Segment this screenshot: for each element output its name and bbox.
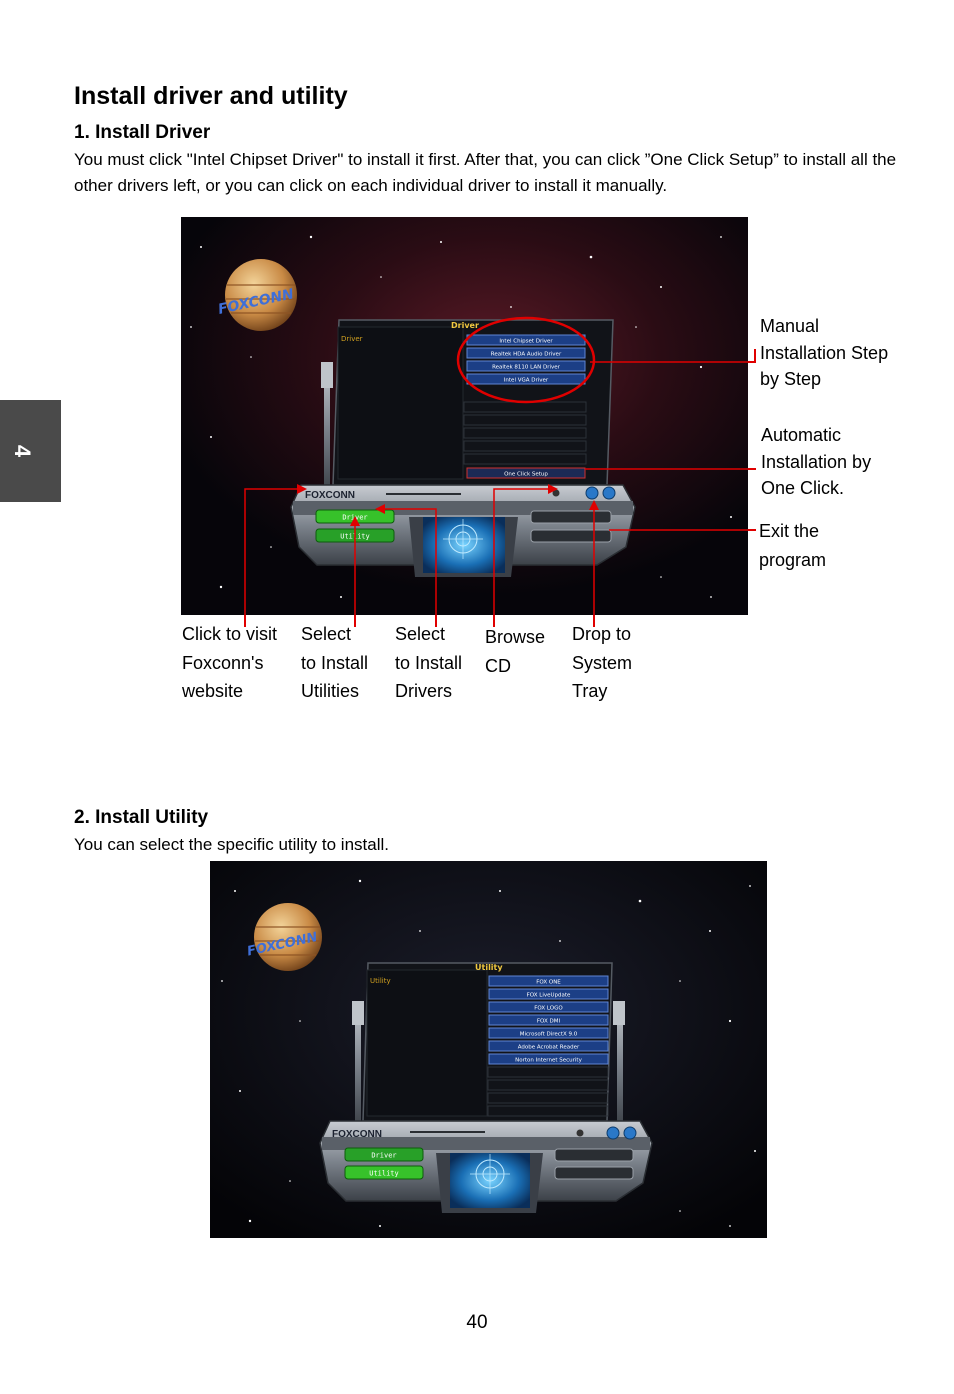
driver-screenshot: FOXCONN Driver Driver Intel Chipset Driv…	[181, 217, 748, 615]
callout-line-util	[354, 615, 356, 627]
driver-item-3[interactable]	[466, 360, 586, 372]
utility-item-3-label: FOX LOGO	[534, 1006, 563, 1012]
section1-body: You must click "Intel Chipset Driver" to…	[74, 150, 897, 195]
callout-line-web	[244, 615, 246, 627]
utility-item-4-label: FOX DMI	[537, 1019, 561, 1025]
chapter-number: 4	[10, 444, 36, 458]
callout-line-auto	[748, 468, 756, 470]
page-number: 40	[466, 1312, 488, 1333]
minimize-icon[interactable]	[585, 486, 599, 500]
utility-item-7[interactable]	[488, 1053, 609, 1065]
chapter-tab: 4	[0, 400, 61, 502]
utility-item-1-label: FOX ONE	[536, 980, 561, 986]
panel-title: Driver	[451, 321, 479, 330]
utility-item-6-label: Adobe Acrobat Reader	[518, 1045, 580, 1051]
nav2-driver-label: Driver	[371, 1152, 396, 1160]
nav2-utility-button[interactable]	[344, 1165, 424, 1180]
callout-line-cd	[493, 615, 495, 627]
browse-cd-icon[interactable]	[552, 489, 560, 497]
callout-line-tray	[593, 615, 595, 627]
callout-line-manual-v	[754, 349, 756, 363]
close-icon-2[interactable]	[623, 1126, 637, 1140]
utility-screenshot: FOXCONN Utility Utility FOX ONE FOX Live…	[210, 861, 767, 1238]
one-click-setup-label: One Click Setup	[504, 472, 548, 478]
callout-line-drv	[435, 615, 437, 627]
utility-item-2[interactable]	[488, 988, 609, 1000]
callout-line-exit	[748, 529, 756, 531]
nav2-driver-button[interactable]	[344, 1147, 424, 1162]
driver-item-3-label: Realtek 8110 LAN Driver	[492, 365, 561, 371]
utility-item-5[interactable]	[488, 1027, 609, 1039]
section2-heading: 2. Install Utility	[74, 807, 209, 828]
close-icon[interactable]	[602, 486, 616, 500]
utility-item-4[interactable]	[488, 1014, 609, 1026]
callout-line-manual	[748, 361, 756, 363]
utility-item-1[interactable]	[488, 975, 609, 987]
manual-highlight	[456, 316, 596, 404]
utility-item-2-label: FOX LiveUpdate	[527, 993, 571, 999]
driver-item-4-label: Intel VGA Driver	[504, 378, 549, 384]
driver-item-1-label: Intel Chipset Driver	[499, 339, 553, 345]
browse-cd-icon-2[interactable]	[576, 1129, 584, 1137]
driver-item-2[interactable]	[466, 347, 586, 359]
panel-left-title: Driver	[341, 335, 363, 343]
utility-item-7-label: Norton Internet Security	[515, 1058, 582, 1064]
driver-item-4[interactable]	[466, 373, 586, 385]
minimize-icon-2[interactable]	[606, 1126, 620, 1140]
brand-link-2[interactable]: FOXCONN	[332, 1129, 382, 1140]
utility-item-3[interactable]	[488, 1001, 609, 1013]
panel2-title: Utility	[475, 963, 503, 972]
one-click-setup-button[interactable]	[466, 467, 586, 479]
driver-item-2-label: Realtek HDA Audio Driver	[491, 352, 562, 358]
utility-item-6[interactable]	[488, 1040, 609, 1052]
nav2-utility-label: Utility	[369, 1170, 399, 1178]
page-title: Install driver and utility	[74, 82, 348, 110]
brand-link[interactable]: FOXCONN	[305, 490, 355, 501]
panel2-left-title: Utility	[370, 977, 391, 985]
utility-item-5-label: Microsoft DirectX 9.0	[520, 1032, 578, 1038]
section1-heading: 1. Install Driver	[74, 122, 211, 143]
section2-body: You can select the specific utility to i…	[74, 835, 389, 854]
